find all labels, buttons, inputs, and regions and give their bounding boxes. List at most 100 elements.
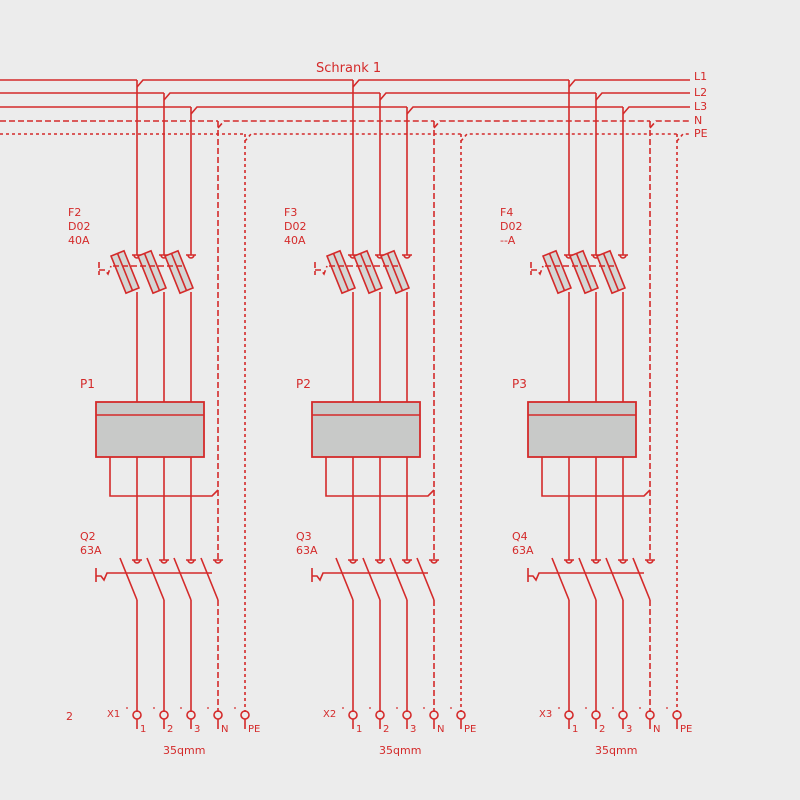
terminal-name: X2 (323, 709, 336, 720)
fuse-icon (541, 249, 573, 295)
meter-name: P3 (512, 377, 527, 391)
switch-blade (335, 557, 354, 601)
bus-line-l3 (0, 106, 690, 115)
bus-label-pe: PE (694, 127, 708, 140)
switch-blade (605, 557, 624, 601)
fuse-terminal (186, 254, 196, 259)
switch-terminal-n (429, 559, 439, 564)
fuse-type: D02 (284, 220, 306, 233)
bus-lines (0, 79, 690, 142)
fuse-rating: --A (500, 234, 516, 247)
terminal-icon (159, 710, 169, 720)
fuse-icon (568, 249, 600, 295)
terminal-label: N (221, 724, 228, 735)
cable-size: 35qmm (595, 744, 637, 757)
terminal-label: PE (680, 724, 692, 735)
terminal-label: 3 (626, 724, 632, 735)
terminal-icon (375, 710, 385, 720)
terminal-label: PE (248, 724, 260, 735)
switch-rating: 63A (512, 544, 534, 557)
switch-terminal (132, 559, 142, 564)
bus-line-pe (0, 133, 690, 142)
switch-terminal (618, 559, 628, 564)
fuse-name: F2 (68, 206, 81, 219)
fuse-element (332, 253, 350, 291)
switch-terminal (591, 559, 601, 564)
terminal-dot (369, 707, 371, 709)
terminal-dot (666, 707, 668, 709)
fuse-element (548, 253, 566, 291)
fuse-element (170, 253, 188, 291)
fuse-rating: 40A (68, 234, 90, 247)
terminal-dot (612, 707, 614, 709)
meter-box (95, 401, 205, 458)
fuse-element (386, 253, 404, 291)
fuse-name: F4 (500, 206, 513, 219)
terminal-dot (126, 707, 128, 709)
meter-neutral-link (325, 457, 435, 497)
fuse-actuator (98, 262, 183, 276)
fuse-icon (163, 249, 195, 295)
switch-blade (173, 557, 192, 601)
terminal-label: PE (464, 724, 476, 735)
terminal-dot (207, 707, 209, 709)
meter-name: P2 (296, 377, 311, 391)
switch-actuator (311, 568, 428, 582)
fuse-element (143, 253, 161, 291)
fuse-element (602, 253, 620, 291)
terminal-label: 2 (599, 724, 605, 735)
fuse-icon (136, 249, 168, 295)
fuse-icon (325, 249, 357, 295)
fuse-terminal (402, 254, 412, 259)
fuse-element (359, 253, 377, 291)
fuse-icon (595, 249, 627, 295)
switch-terminal-n (645, 559, 655, 564)
page-number: 2 (66, 710, 73, 723)
terminal-icon (213, 710, 223, 720)
switch-blade-n (416, 557, 435, 601)
switch-blade-n (200, 557, 219, 601)
switch-terminal (564, 559, 574, 564)
switch-blade (362, 557, 381, 601)
terminal-dot (153, 707, 155, 709)
cable-size: 35qmm (163, 744, 205, 757)
terminal-name: X3 (539, 709, 552, 720)
terminal-dot (342, 707, 344, 709)
terminal-dot (180, 707, 182, 709)
bus-label-l1: L1 (694, 70, 707, 83)
terminal-dot (558, 707, 560, 709)
terminal-icon (618, 710, 628, 720)
terminal-icon (186, 710, 196, 720)
switch-actuator (527, 568, 644, 582)
meter-neutral-link (541, 457, 651, 497)
terminal-label: 2 (167, 724, 173, 735)
switch-blade (578, 557, 597, 601)
fuse-element (575, 253, 593, 291)
cable-size: 35qmm (379, 744, 421, 757)
fuse-element (116, 253, 134, 291)
bus-line-n (0, 120, 690, 129)
cabinet-title: Schrank 1 (316, 61, 381, 76)
terminal-label: 3 (194, 724, 200, 735)
terminal-icon (240, 710, 250, 720)
bus-label-l3: L3 (694, 100, 707, 113)
terminal-icon (564, 710, 574, 720)
terminal-icon (132, 710, 142, 720)
meter-name: P1 (80, 377, 95, 391)
terminal-dot (450, 707, 452, 709)
switch-name: Q2 (80, 530, 96, 543)
fuse-actuator (530, 262, 615, 276)
terminal-label: 1 (140, 724, 146, 735)
terminal-dot (639, 707, 641, 709)
switch-terminal (402, 559, 412, 564)
switch-terminal (159, 559, 169, 564)
terminal-dot (585, 707, 587, 709)
fuse-icon (352, 249, 384, 295)
